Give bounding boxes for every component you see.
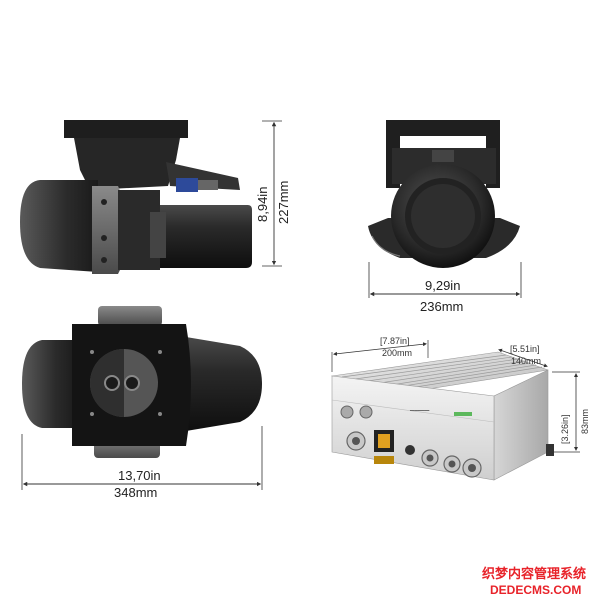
front-width-inches: 9,29in: [425, 278, 460, 293]
controller-width-mm: 200mm: [382, 348, 412, 358]
controller-depth-mm: 140mm: [511, 356, 541, 366]
side-height-inches: 8,94in: [255, 187, 270, 222]
side-nose-cone: [20, 180, 98, 272]
controller-side-face: [493, 369, 549, 481]
controller-connector-1: [340, 405, 354, 419]
side-mount-body: [74, 138, 180, 190]
controller-connector-2: [359, 405, 373, 419]
top-upper-tab: [98, 306, 162, 326]
watermark-line2: DEDECMS.COM: [490, 583, 581, 597]
top-length-mm: 348mm: [114, 485, 157, 500]
controller-width-dimension-line: [333, 342, 427, 356]
side-blue-connector: [176, 178, 198, 192]
controller-dsub-port: [374, 456, 394, 464]
controller-front-label: ━━━━━━━━: [409, 408, 430, 413]
controller-height-mm: 83mm: [580, 409, 590, 434]
side-view: 8,94in 227mm: [20, 120, 291, 274]
front-width-mm: 236mm: [420, 299, 463, 314]
watermark-line1: 织梦内容管理系统: [482, 566, 586, 582]
controller-connector-4: [405, 445, 415, 455]
front-view: ● ● ● 9,29in 236mm: [368, 120, 522, 314]
side-mount-plate: [64, 120, 188, 138]
controller-box: ━━━━━━━━ [7.87in] 200mm [5.51in] 140mm […: [330, 336, 590, 481]
top-rear-cylinder: [180, 336, 262, 432]
top-length-inches: 13,70in: [118, 468, 161, 483]
top-view: 13,70in 348mm: [21, 306, 263, 500]
controller-depth-dimension-line: [498, 348, 548, 368]
side-height-mm: 227mm: [276, 181, 291, 224]
controller-width-inches: [7.87in]: [380, 336, 410, 346]
controller-height-inches: [3.26in]: [560, 414, 570, 444]
side-metal-hub: [92, 186, 124, 274]
top-nose-cone: [22, 340, 78, 428]
controller-depth-inches: [5.51in]: [510, 344, 540, 354]
side-rear-motor: [150, 205, 252, 268]
watermark: 织梦内容管理系统 DEDECMS.COM: [482, 566, 586, 597]
controller-leds: [454, 412, 472, 416]
controller-front-face: [331, 375, 495, 481]
